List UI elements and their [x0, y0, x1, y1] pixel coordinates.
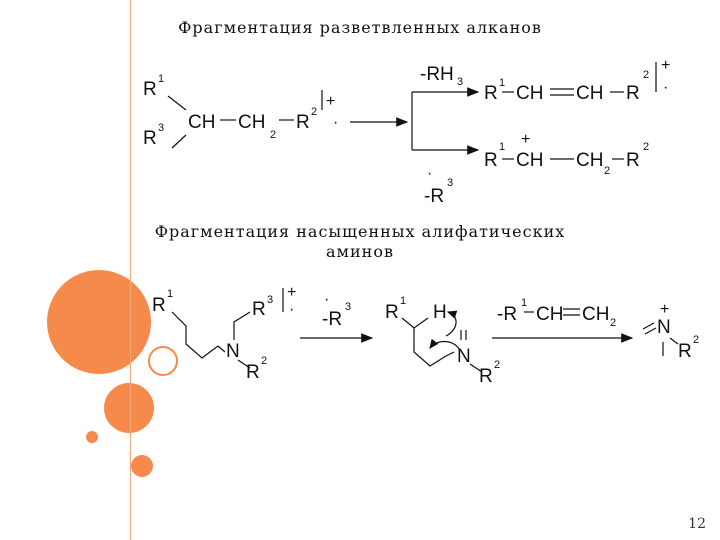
s2-int-r2: R	[479, 366, 493, 387]
s2-prod-r2: R	[678, 341, 692, 362]
title-amines-line2: аминов	[326, 242, 394, 261]
s2-r1-sup: 1	[167, 288, 173, 300]
s2-bond-to-n	[217, 345, 226, 353]
s1-p1-r2-sup: 2	[643, 69, 649, 81]
s2-loss1-dot: ·	[324, 291, 329, 308]
s2-loss1: -R	[322, 309, 342, 330]
s1-p1-ch-b: CH	[576, 83, 603, 104]
s1-charge: +	[326, 93, 335, 110]
s2-skeleton-right	[233, 311, 251, 340]
s2-loss2: -R	[497, 304, 517, 325]
s2-curved-arrow-1	[445, 310, 458, 337]
s1-r2: R	[296, 112, 310, 133]
s2-int-r1-sup: 1	[400, 295, 406, 307]
s1-p1-r2: R	[626, 83, 640, 104]
s2-int-r2-sup: 2	[494, 359, 500, 371]
s2-prod-bond-r2	[669, 337, 679, 345]
s2-loss2-ch2-sub: 2	[610, 317, 616, 329]
s1-p1-r1-sup: 1	[499, 77, 505, 89]
s2-prod-charge: +	[660, 301, 669, 318]
s1-p1-dot: ·	[663, 79, 668, 96]
s1-ch2: CH	[238, 112, 265, 133]
s2-bond-n-r2	[237, 359, 251, 369]
s1-loss-bottom: -R	[424, 186, 444, 207]
s2-r3-sup: 3	[267, 294, 273, 306]
s2-loss1-sup: 3	[345, 301, 351, 313]
decor-circle-small-outline	[148, 346, 178, 376]
decor-circle-small	[131, 455, 153, 477]
decor-circle-large	[47, 270, 151, 374]
decor-vertical-line	[130, 0, 131, 540]
s2-prod-double-1	[642, 322, 655, 330]
s1-loss-bottom-sup: 3	[447, 177, 453, 189]
s2-prod-r2-sup: 2	[693, 334, 699, 346]
s1-r1: R	[143, 79, 157, 100]
s2-int-chain-top	[401, 317, 429, 329]
s2-r3: R	[252, 299, 266, 320]
s1-p1-charge: +	[661, 57, 670, 74]
s2-r2: R	[246, 362, 260, 383]
s2-curved-arrow-2	[429, 338, 461, 351]
s1-bond-r3-ch	[171, 134, 187, 149]
s2-int-bond-r2	[469, 363, 483, 373]
s2-charge: +	[287, 284, 296, 301]
s1-p2-ch-b: CH	[576, 150, 603, 171]
s2-r1: R	[152, 295, 166, 316]
decor-circle-dot	[86, 431, 98, 443]
s2-r2-sup: 2	[261, 355, 267, 367]
s1-p2-ch-b-sub: 2	[604, 165, 610, 177]
s1-loss-top-sub: 3	[457, 76, 463, 88]
s2-int-n: N	[457, 346, 471, 367]
page-number: 12	[688, 516, 706, 532]
s1-p1-r1: R	[484, 83, 498, 104]
title-alkanes: Фрагментация разветвленных алканов	[178, 18, 542, 37]
s2-int-r1: R	[385, 302, 399, 323]
s2-int-bond-n	[445, 351, 455, 357]
s1-p2-r2-sup: 2	[643, 141, 649, 153]
s1-p2-r1-sup: 1	[499, 141, 505, 153]
s1-ch2-sub: 2	[270, 129, 276, 141]
s1-radical: ·	[333, 114, 338, 131]
s2-loss2-ch: CH	[536, 304, 563, 325]
title-amines-line1: Фрагментация насыщенных алифатических	[154, 222, 566, 241]
s1-p2-r2: R	[626, 150, 640, 171]
s2-skeleton-left	[171, 311, 219, 359]
s1-ch: CH	[188, 112, 215, 133]
s1-r3-sup: 3	[158, 122, 164, 134]
s2-loss2-sup: 1	[521, 297, 527, 309]
decor-circle-medium	[104, 383, 154, 433]
s1-p2-charge: +	[521, 131, 530, 148]
s2-n: N	[226, 341, 240, 362]
s1-p1-ch-a: CH	[516, 83, 543, 104]
s1-bond-r1-ch	[167, 95, 187, 111]
s1-p2-r1: R	[484, 150, 498, 171]
s1-r3: R	[143, 128, 157, 149]
s2-int-h: H	[433, 302, 447, 323]
s1-p2-ch-a: CH	[516, 150, 543, 171]
s2-radical: ·	[289, 301, 294, 318]
s1-loss-top: -RH	[420, 64, 454, 85]
s2-loss2-ch2: CH	[582, 304, 609, 325]
s1-r2-sup: 2	[311, 106, 317, 118]
s1-r1-sup: 1	[158, 73, 164, 85]
s2-prod-n: N	[657, 317, 671, 338]
s2-int-chain	[413, 328, 447, 367]
s1-loss-bottom-dot: ·	[427, 165, 432, 182]
s2-prod-double-2	[644, 327, 657, 335]
